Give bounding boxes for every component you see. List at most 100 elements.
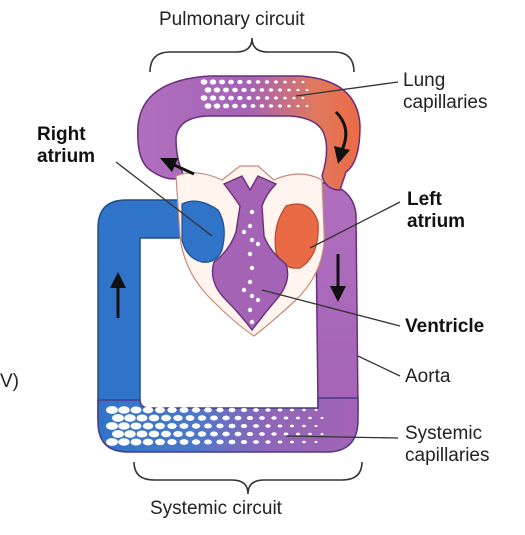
capillary-cell [274, 80, 278, 84]
capillary-cell [259, 416, 265, 420]
capillary-cell [277, 424, 283, 428]
capillary-cell [210, 431, 218, 437]
capillary-cell [136, 430, 148, 438]
capillary-cell [106, 438, 118, 446]
leader-right-atrium [115, 161, 213, 237]
capillary-cell [305, 88, 309, 92]
capillary-cell [247, 223, 253, 229]
capillary-cell [271, 416, 277, 420]
capillary-cell [289, 440, 295, 444]
capillary-cell [292, 80, 296, 84]
lung-capillaries-label: Lung capillaries [403, 70, 487, 114]
arrow-up-icon [110, 272, 126, 318]
capillary-cell [249, 237, 255, 243]
capillary-cell [268, 88, 274, 92]
capillary-cell [204, 103, 212, 109]
leader-lung-capillaries [295, 81, 399, 97]
capillary-cell [287, 88, 291, 92]
systemic-capillaries-line2: capillaries [405, 445, 490, 466]
capillary-cell [155, 438, 165, 446]
capillary-cell [255, 80, 261, 84]
capillary-cell [296, 88, 300, 92]
capillary-cell [277, 440, 283, 444]
capillary-cell [118, 406, 130, 414]
capillary-cell [240, 439, 248, 445]
systemic-capillaries-label: Systemic capillaries [405, 423, 489, 467]
capillary-cell [200, 79, 208, 85]
lung-capillaries-line2: capillaries [403, 92, 488, 113]
capillary-cell [240, 407, 248, 413]
capillary-cell [179, 423, 189, 429]
systemic-capillaries-line1: Systemic [405, 423, 483, 444]
capillary-cell [301, 96, 305, 100]
capillary-cell [246, 415, 254, 421]
capillary-cell [278, 88, 282, 92]
capillary-cell [264, 96, 270, 100]
capillary-cell [253, 408, 259, 412]
systemic-bracket [133, 461, 363, 495]
capillary-cell [249, 209, 255, 215]
capillary-cell [124, 430, 136, 438]
vena-cava-left [97, 199, 181, 421]
capillary-cell [314, 408, 318, 412]
capillary-cell [289, 408, 295, 412]
capillary-cell [250, 104, 256, 108]
capillary-cell [278, 104, 282, 108]
capillary-cell [301, 80, 305, 84]
capillary-cell [197, 415, 207, 421]
leader-aorta [357, 355, 401, 377]
capillary-cell [118, 438, 130, 446]
capillary-cell [250, 88, 256, 92]
pulmonary-capillary-loop [137, 75, 361, 191]
pulmonary-bracket [149, 37, 355, 73]
capillary-cell [136, 414, 148, 422]
capillary-cell [209, 79, 217, 85]
capillary-cell [255, 241, 261, 247]
left-atrium-chamber [274, 203, 319, 269]
capillary-cell [173, 430, 183, 438]
capillary-cell [204, 407, 212, 413]
capillary-cell [292, 96, 296, 100]
capillary-cell [204, 423, 212, 429]
capillary-cell [228, 79, 234, 85]
capillary-cell [240, 423, 248, 429]
leader-ventricle [261, 289, 401, 327]
capillary-cell [161, 430, 171, 438]
capillary-cell [185, 431, 195, 437]
lung-capillary-cells [200, 79, 309, 109]
capillary-cell [283, 432, 289, 436]
capillary-cell [259, 432, 265, 436]
capillary-cell [106, 406, 118, 414]
capillary-cell [247, 251, 253, 257]
capillary-cell [210, 415, 218, 421]
capillary-cell [259, 104, 265, 108]
capillary-cell [296, 104, 300, 108]
aorta-label: Aorta [405, 366, 451, 387]
capillary-cell [216, 423, 224, 429]
capillary-cell [259, 88, 265, 92]
capillary-cell [302, 424, 306, 428]
capillary-cell [241, 103, 247, 109]
capillary-cell [253, 440, 259, 444]
capillary-cell [308, 416, 312, 420]
capillary-cell [247, 279, 253, 285]
capillary-cell [191, 407, 201, 413]
capillary-cell [295, 432, 301, 436]
capillary-cell [222, 87, 230, 93]
capillary-cell [264, 80, 270, 84]
pulmonary-circuit-label: Pulmonary circuit [159, 9, 305, 30]
capillary-cell [218, 79, 226, 85]
leader-systemic-capillaries [285, 435, 399, 439]
capillary-cell [268, 104, 274, 108]
capillary-cell [314, 424, 318, 428]
left-atrium-line1: Left [407, 189, 442, 210]
capillary-cell [255, 96, 261, 100]
capillary-cell [228, 407, 236, 413]
capillary-cell [314, 440, 318, 444]
capillary-cell [213, 87, 221, 93]
capillary-cell [255, 297, 261, 303]
capillary-cell [228, 439, 236, 445]
capillary-cell [213, 103, 221, 109]
ventricle-septum-pores [241, 209, 261, 325]
